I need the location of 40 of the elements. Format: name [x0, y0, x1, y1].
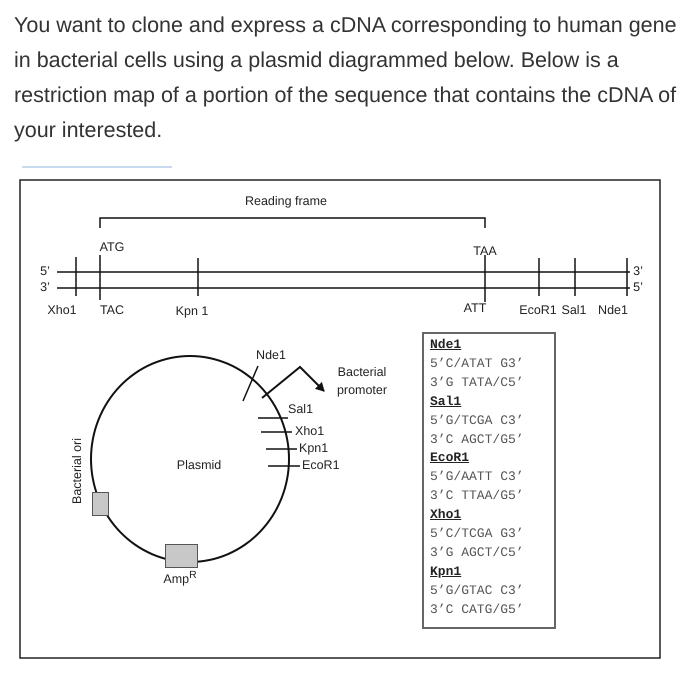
- promoter-label: Bacterial promoter: [336, 364, 388, 399]
- site-label: Xho1: [295, 425, 324, 439]
- gene-box: [165, 544, 198, 568]
- strand-end-label: 5’: [633, 281, 643, 295]
- site-label: TAC: [100, 304, 124, 318]
- enzyme-name: Xho1: [430, 506, 462, 524]
- sequence-text: 3’C TTAA/G5’: [430, 487, 525, 506]
- question-text: You want to clone and express a cDNA corresponding to human gene in bacterial cells using a plasmid diagrammed below. Below is a restriction map of a portion of the sequence that contains the cDNA of your interested.: [14, 12, 678, 144]
- sequence-text: 5’G/TCGA C3’: [430, 412, 525, 430]
- site-label: Kpn 1: [176, 305, 208, 319]
- site-label: Nde1: [598, 304, 628, 318]
- site-label: ATG: [100, 241, 124, 255]
- strand-end-label: 3’: [633, 265, 643, 279]
- enzyme-table: [422, 332, 556, 629]
- box-label: Bacterial ori: [71, 438, 85, 504]
- sequence-text: 5’G/GTAC C3’: [430, 582, 525, 600]
- enzyme-name: Nde1: [430, 336, 462, 354]
- bracket-label: Reading frame: [245, 195, 327, 209]
- box-label: Amp$^{R}$: [163, 570, 197, 587]
- node-label: Plasmid: [176, 459, 222, 473]
- enzyme-name: Sal1: [430, 392, 462, 411]
- sequence-text: 3’G TATA/C5’: [430, 374, 525, 392]
- site-label: EcoR1: [519, 304, 557, 318]
- sequence-text: 5’G/AATT C3’: [430, 468, 525, 486]
- site-label: Nde1: [256, 349, 286, 363]
- sequence-text: 5’C/TCGA G3’: [430, 525, 525, 544]
- enzyme-name: EcoR1: [430, 449, 470, 468]
- enzyme-name: Kpn1: [430, 562, 462, 581]
- sequence-text: 3’G AGCT/C5’: [430, 544, 525, 562]
- site-label: Xho1: [47, 304, 77, 318]
- site-label: TAA: [473, 245, 497, 259]
- strand-end-label: 5’: [40, 265, 50, 279]
- site-label: ATT: [464, 302, 486, 316]
- sequence-text: 3’C CATG/G5’: [430, 600, 525, 619]
- sequence-text: 5’C/ATAT G3’: [430, 354, 525, 373]
- strand-end-label: 3’: [40, 281, 50, 295]
- sequence-text: 3’C AGCT/G5’: [430, 430, 525, 449]
- site-label: Sal1: [288, 403, 314, 417]
- site-label: EcoR1: [302, 459, 340, 473]
- site-label: Sal1: [561, 304, 587, 318]
